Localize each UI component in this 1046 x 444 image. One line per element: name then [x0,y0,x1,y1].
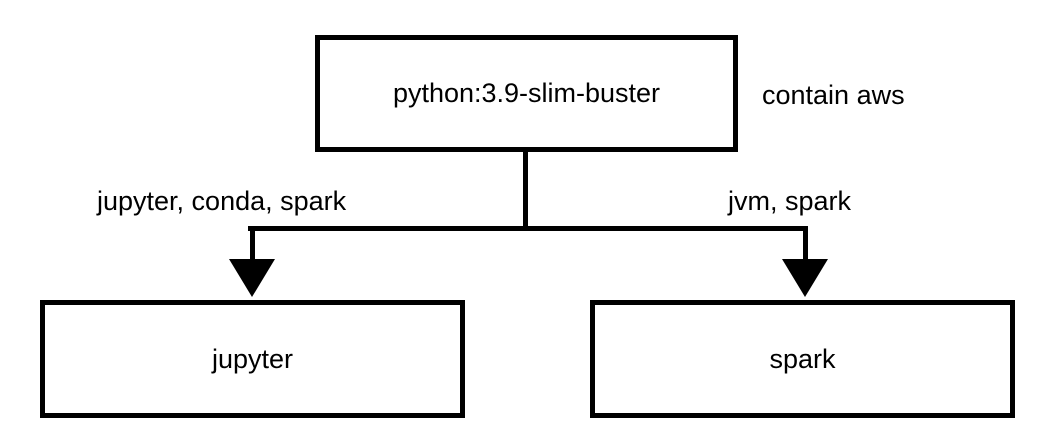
node-jupyter: jupyter [40,300,465,418]
connector-drop-left [250,226,255,266]
arrowhead-down-right-icon [782,259,828,297]
edge-label-jvm-spark: jvm, spark [728,186,852,216]
connector-drop-right [803,226,808,266]
node-python-base: python:3.9-slim-buster [315,35,738,152]
connector-horizontal-bar [248,226,808,231]
connector-stem [523,152,528,231]
node-spark: spark [590,300,1015,418]
arrowhead-down-left-icon [229,259,275,297]
annotation-contain-aws: contain aws [762,80,905,110]
node-python-base-label: python:3.9-slim-buster [392,78,661,109]
node-spark-label: spark [769,343,836,374]
edge-label-jupyter-conda-spark: jupyter, conda, spark [97,186,347,216]
node-jupyter-label: jupyter [211,343,294,374]
